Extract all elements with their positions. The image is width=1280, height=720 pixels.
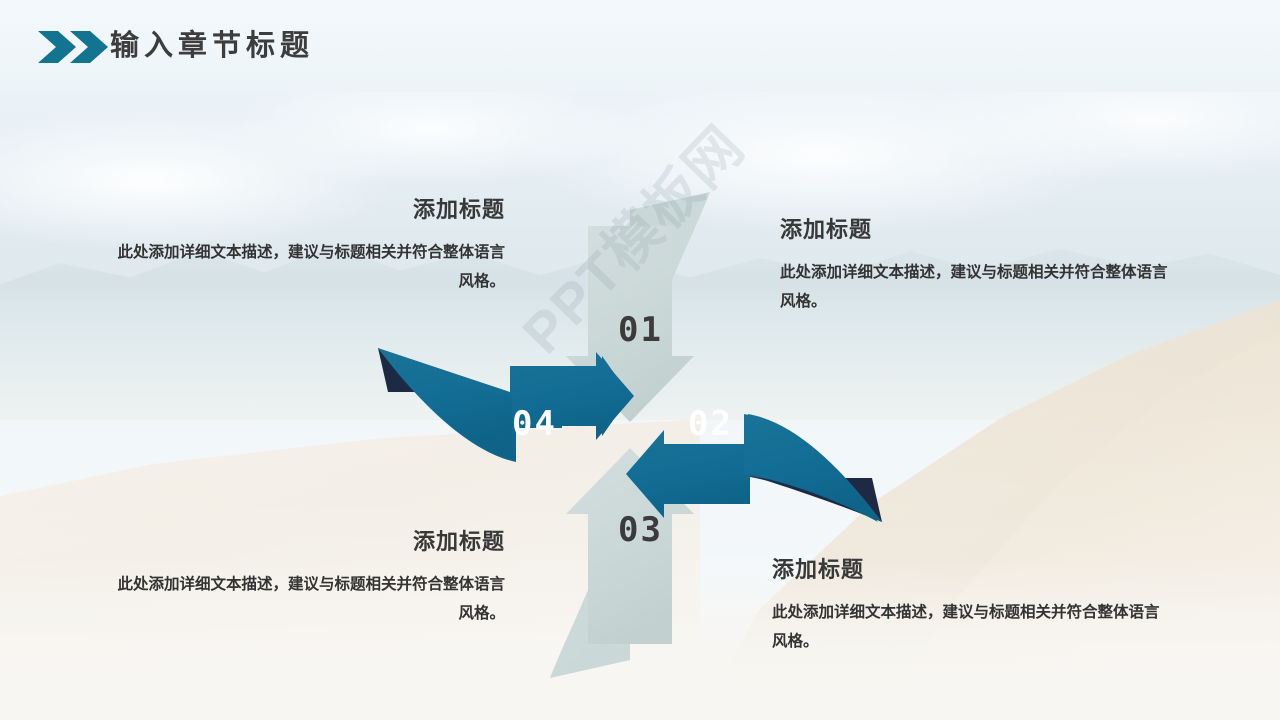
text-block-top-right: 添加标题 此处添加详细文本描述，建议与标题相关并符合整体语言风格。 xyxy=(780,212,1180,317)
text-block-top-left: 添加标题 此处添加详细文本描述，建议与标题相关并符合整体语言风格。 xyxy=(105,192,505,297)
text-block-bottom-right: 添加标题 此处添加详细文本描述，建议与标题相关并符合整体语言风格。 xyxy=(772,552,1172,657)
arrow-number-04: 04 xyxy=(512,404,557,444)
page-title: 输入章节标题 xyxy=(110,30,315,62)
pinwheel-diagram: 01 02 03 04 xyxy=(330,170,950,700)
block-body: 此处添加详细文本描述，建议与标题相关并符合整体语言风格。 xyxy=(117,576,505,623)
header-background xyxy=(0,0,1280,92)
block-body: 此处添加详细文本描述，建议与标题相关并符合整体语言风格。 xyxy=(117,244,505,291)
block-title: 添加标题 xyxy=(412,197,505,222)
block-body: 此处添加详细文本描述，建议与标题相关并符合整体语言风格。 xyxy=(772,604,1160,651)
arrow-02[interactable] xyxy=(626,414,882,522)
block-title: 添加标题 xyxy=(772,557,865,582)
arrow-number-03: 03 xyxy=(618,510,663,550)
block-body: 此处添加详细文本描述，建议与标题相关并符合整体语言风格。 xyxy=(780,264,1168,311)
block-title: 添加标题 xyxy=(412,529,505,554)
arrow-number-02: 02 xyxy=(688,404,733,444)
slide-header: 输入章节标题 xyxy=(0,0,1280,92)
arrow-04[interactable] xyxy=(378,348,634,462)
block-title: 添加标题 xyxy=(780,217,873,242)
arrow-number-01: 01 xyxy=(618,310,663,350)
text-block-bottom-left: 添加标题 此处添加详细文本描述，建议与标题相关并符合整体语言风格。 xyxy=(105,524,505,629)
double-chevron-right-icon xyxy=(36,28,112,66)
